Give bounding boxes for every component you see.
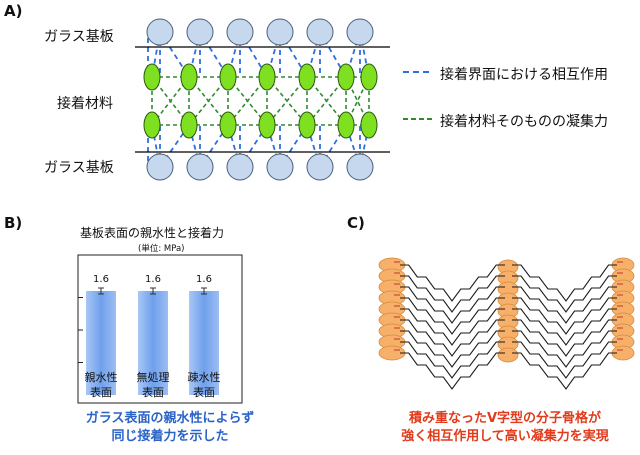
glass-molecule xyxy=(346,18,374,46)
top-glass-molecules xyxy=(146,18,374,46)
v-molecule xyxy=(400,330,505,368)
adhesive-molecule xyxy=(298,63,316,91)
glass-molecule xyxy=(146,18,174,46)
glass-molecule xyxy=(266,153,294,181)
bar-category-line: 表面 xyxy=(90,386,112,399)
panel-b-caption-line1: ガラス表面の親水性によらず xyxy=(85,411,255,426)
v-molecule xyxy=(512,308,617,346)
v-molecule xyxy=(400,341,505,379)
glass-molecule xyxy=(226,18,254,46)
bar-category-line: 無処理 xyxy=(136,371,170,384)
glass-molecule xyxy=(186,18,214,46)
bar-category-line: 疎水性 xyxy=(187,371,221,384)
panel-b-caption-line2: 同じ接着力を示した xyxy=(111,429,229,444)
bar-category-label: 疎水性表面 xyxy=(181,370,227,400)
top-glass-label: ガラス基板 xyxy=(44,29,114,45)
adhesive-molecule xyxy=(219,63,237,91)
bar-value-label: 1.6 xyxy=(145,274,161,285)
bar xyxy=(138,291,168,395)
v-molecule xyxy=(400,286,505,324)
v-molecule xyxy=(400,308,505,346)
glass-molecule xyxy=(146,153,174,181)
adhesive-molecule xyxy=(143,63,161,91)
adhesive-molecule xyxy=(258,111,276,139)
panel-b-label: B) xyxy=(4,214,23,232)
chart-y-ticks xyxy=(78,297,83,363)
bar-value-label: 1.6 xyxy=(196,274,212,285)
interface-line xyxy=(151,124,161,168)
adhesive-molecule xyxy=(360,111,378,139)
v-molecule xyxy=(512,330,617,368)
side-group xyxy=(497,347,519,363)
bar-category-line: 表面 xyxy=(193,386,215,399)
v-molecule xyxy=(512,352,617,390)
v-molecule xyxy=(400,319,505,357)
glass-molecule xyxy=(266,18,294,46)
v-molecule xyxy=(400,352,505,390)
adhesive-molecules xyxy=(143,63,378,139)
adhesive-molecule xyxy=(298,111,316,139)
adhesive-molecule xyxy=(360,63,378,91)
adhesive-molecule xyxy=(337,63,355,91)
legend-interface-label: 接着界面における相互作用 xyxy=(440,67,608,83)
glass-molecule xyxy=(186,153,214,181)
v-molecule xyxy=(512,319,617,357)
v-molecule xyxy=(512,264,617,302)
bar-category-label: 親水性表面 xyxy=(78,370,124,400)
bar-category-line: 表面 xyxy=(142,386,164,399)
bar xyxy=(189,291,219,395)
v-molecule xyxy=(512,341,617,379)
interface-line xyxy=(359,124,370,168)
chart-unit: (単位: MPa) xyxy=(138,244,185,254)
legend-cohesion-label: 接着材料そのものの凝集力 xyxy=(440,114,608,130)
bottom-glass-molecules xyxy=(146,153,374,181)
v-molecule xyxy=(400,264,505,302)
adhesive-molecule xyxy=(219,111,237,139)
adhesive-molecule xyxy=(180,111,198,139)
adhesive-molecule xyxy=(143,111,161,139)
panel-c-label: C) xyxy=(347,214,365,232)
glass-molecule xyxy=(346,153,374,181)
bar-category-line: 親水性 xyxy=(84,371,118,384)
glass-molecule xyxy=(306,153,334,181)
v-molecule xyxy=(512,297,617,335)
chart-title: 基板表面の親水性と接着力 xyxy=(80,226,225,240)
glass-molecule xyxy=(306,18,334,46)
adhesive-label: 接着材料 xyxy=(57,96,113,112)
dashed-network xyxy=(147,31,370,168)
bottom-glass-label: ガラス基板 xyxy=(44,160,114,176)
panel-a-label: A) xyxy=(4,2,23,20)
bar-value-label: 1.6 xyxy=(93,274,109,285)
bar-category-label: 無処理表面 xyxy=(130,370,176,400)
v-molecule xyxy=(400,297,505,335)
v-molecule xyxy=(512,275,617,313)
v-molecule xyxy=(400,275,505,313)
adhesive-molecule xyxy=(258,63,276,91)
panel-c-caption-line1: 積み重なったV字型の分子骨格が xyxy=(408,411,602,426)
bar xyxy=(86,291,116,395)
v-shaped-molecular-stack xyxy=(378,257,635,390)
v-molecule xyxy=(512,286,617,324)
glass-molecule xyxy=(226,153,254,181)
adhesive-molecule xyxy=(337,111,355,139)
chart-bars xyxy=(86,287,219,395)
adhesive-molecule xyxy=(180,63,198,91)
panel-c-caption-line2: 強く相互作用して高い凝集力を実現 xyxy=(401,429,609,444)
